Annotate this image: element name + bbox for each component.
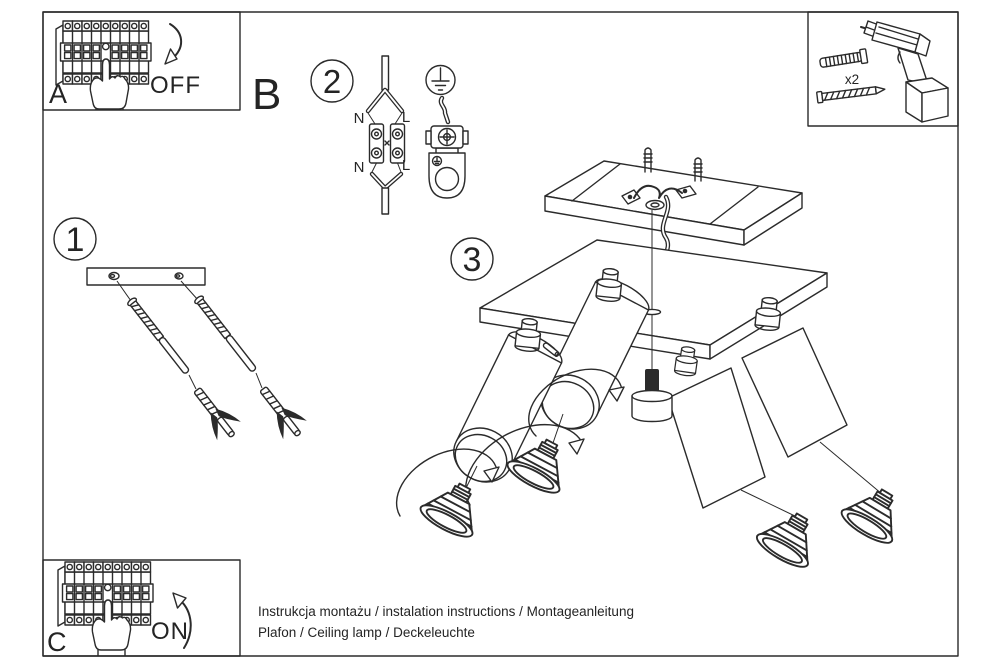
mains-cable-bottom — [369, 162, 404, 215]
ceiling-plate — [544, 147, 803, 246]
rotation-arrow-icon — [395, 448, 500, 517]
tools-box: x2 — [807, 11, 959, 127]
step-1-illustration: 1 — [53, 217, 312, 446]
shade-panel — [667, 367, 766, 509]
expansion-anchor-icon — [250, 379, 312, 445]
cable-clamp — [621, 184, 697, 211]
bulb-guide-lines — [465, 413, 883, 518]
step-2-number: 2 — [323, 63, 341, 100]
box-a-state: OFF — [150, 72, 201, 99]
mounting-screw — [192, 293, 259, 375]
wall-plug-icon — [819, 48, 869, 68]
step-3-circle — [450, 237, 494, 281]
screw-icon — [816, 86, 886, 104]
mounting-bracket — [86, 267, 206, 286]
step-1-number: 1 — [66, 221, 85, 259]
ground-clamp-icon — [425, 95, 469, 199]
footer-line-2: Plafon / Ceiling lamp / Deckeleuchte — [258, 625, 475, 640]
drill-icon — [860, 20, 949, 123]
plug-quantity: x2 — [845, 72, 859, 87]
wire-label-n-top: N — [354, 110, 365, 127]
step-3-number: 3 — [463, 241, 482, 279]
gu10-bulb-icon — [415, 471, 492, 544]
fixing-screw-top — [643, 147, 703, 182]
step-1-circle — [53, 217, 97, 261]
page-border — [42, 11, 959, 657]
power-off-box: A OFF — [42, 11, 241, 111]
expansion-anchor-icon — [184, 380, 246, 446]
section-b-label: B — [252, 70, 281, 119]
rotation-arrow-icon — [465, 423, 585, 506]
wiring-section: B 2 N L N L — [252, 55, 469, 215]
box-a-label: A — [49, 79, 67, 109]
gu10-bulb-icon — [751, 501, 829, 574]
wire-label-l-top: L — [402, 109, 410, 126]
step-2-circle — [310, 59, 354, 103]
step-3-illustration: 3 — [395, 147, 913, 574]
mains-cable-icon — [365, 55, 405, 125]
terminal-block-icon — [368, 123, 406, 164]
shade-panel — [741, 327, 848, 458]
box-c-state: ON — [151, 618, 189, 645]
footer: Instrukcja montażu / instalation instruc… — [258, 604, 634, 640]
footer-line-1: Instrukcja montażu / instalation instruc… — [258, 604, 634, 619]
curved-arrow-down-icon — [164, 23, 182, 65]
center-fixing-screw — [631, 210, 673, 423]
wire-label-l-bottom: L — [402, 157, 410, 174]
wire-label-n-bottom: N — [354, 159, 365, 176]
box-c-label: C — [47, 627, 67, 657]
earth-symbol-icon — [425, 64, 456, 96]
mounting-screw — [125, 295, 192, 377]
rotation-arrow-icon — [528, 368, 625, 437]
curved-arrow-up-icon — [172, 592, 192, 649]
alignment-lines — [116, 280, 263, 390]
power-on-box: C ON — [42, 559, 241, 657]
